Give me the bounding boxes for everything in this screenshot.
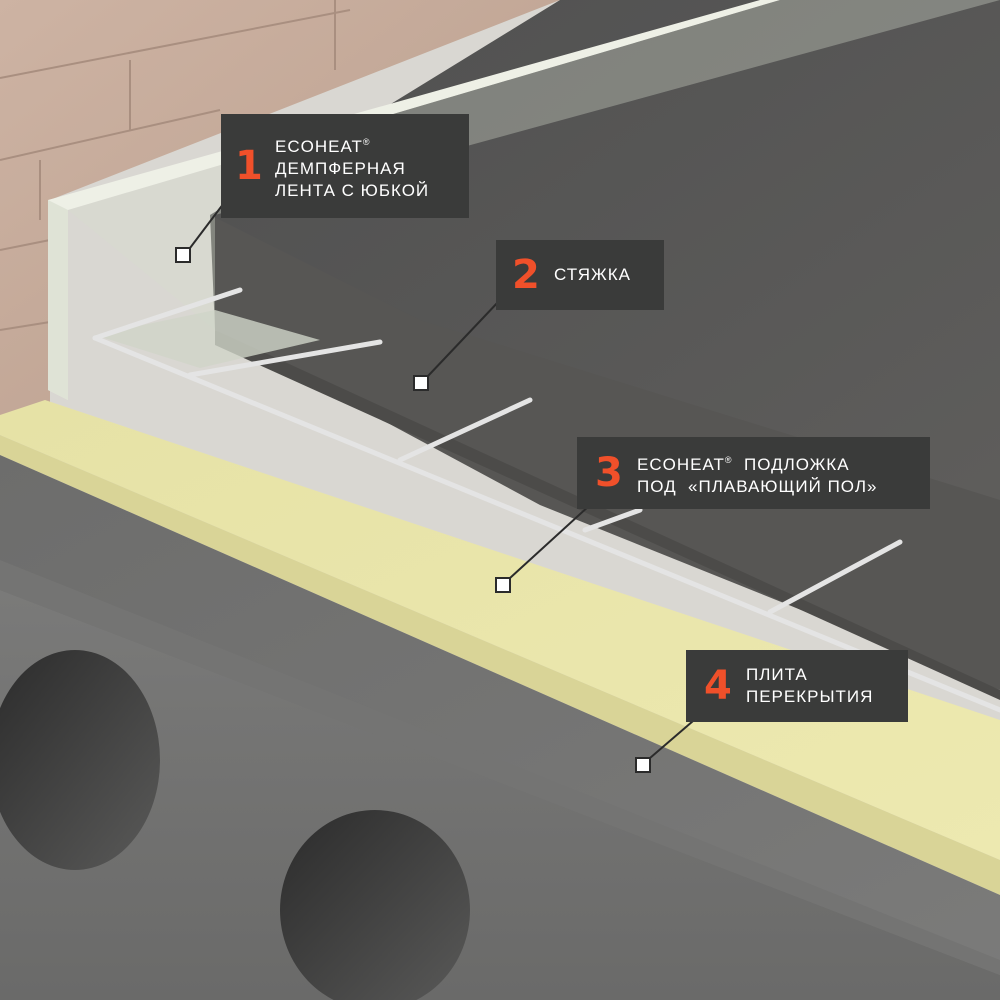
marker-1 <box>175 247 191 263</box>
callout-number: 1 <box>235 143 263 189</box>
registered-mark: ® <box>362 136 371 147</box>
callout-line: ECOHEAT <box>637 454 725 474</box>
callout-text: ECOHEAT® ДЕМПФЕРНАЯ ЛЕНТА С ЮБКОЙ <box>275 131 429 202</box>
callout-damper-tape: 1 ECOHEAT® ДЕМПФЕРНАЯ ЛЕНТА С ЮБКОЙ <box>221 114 469 218</box>
brick-wall <box>0 0 560 420</box>
marker-3 <box>495 577 511 593</box>
callout-line: СТЯЖКА <box>554 265 631 284</box>
callout-number: 4 <box>704 663 732 709</box>
callout-number: 2 <box>512 252 540 298</box>
callout-line: ЛЕНТА С ЮБКОЙ <box>275 180 430 200</box>
underlay-layer <box>0 400 1000 895</box>
slab-hole-1 <box>0 650 160 870</box>
callout-text: СТЯЖКА <box>554 264 631 286</box>
marker-2 <box>413 375 429 391</box>
registered-mark: ® <box>724 454 733 465</box>
marker-4 <box>635 757 651 773</box>
callout-screed: 2 СТЯЖКА <box>496 240 664 310</box>
callout-number: 3 <box>595 450 623 496</box>
callout-text: ПЛИТА ПЕРЕКРЫТИЯ <box>746 664 873 708</box>
callout-line: ПЕРЕКРЫТИЯ <box>746 687 874 706</box>
callout-line: ПОД «ПЛАВАЮЩИЙ ПОЛ» <box>637 476 878 496</box>
callout-line: ДЕМПФЕРНАЯ <box>275 158 406 178</box>
callout-line: ПЛИТА <box>746 665 808 684</box>
callout-line: ECOHEAT <box>275 136 363 156</box>
callout-floor-slab: 4 ПЛИТА ПЕРЕКРЫТИЯ <box>686 650 908 722</box>
callout-line: ПОДЛОЖКА <box>732 454 850 474</box>
reinforcement-mesh <box>92 287 1000 713</box>
hollow-core-slab <box>0 455 1000 1000</box>
slab-hole-2 <box>280 810 470 1000</box>
callout-underlay: 3 ECOHEAT® ПОДЛОЖКА ПОД «ПЛАВАЮЩИЙ ПОЛ» <box>577 437 930 509</box>
callout-text: ECOHEAT® ПОДЛОЖКА ПОД «ПЛАВАЮЩИЙ ПОЛ» <box>637 449 877 498</box>
